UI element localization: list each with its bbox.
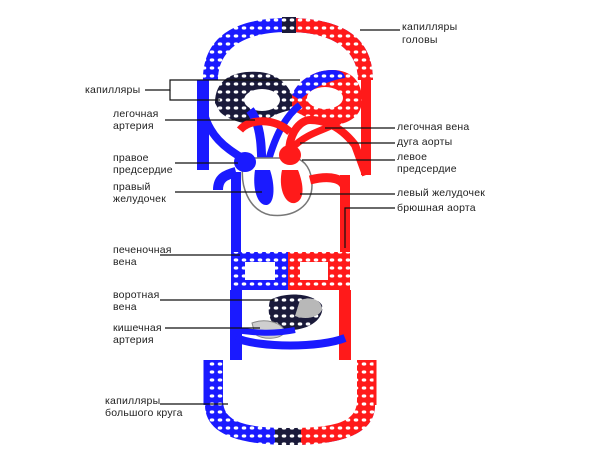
right-ventricle-shape: [254, 170, 274, 205]
label-head-capillaries: капилляры головы: [402, 21, 460, 46]
lung-capillary-network: [215, 70, 362, 125]
outer-loop-vessels: [203, 360, 377, 405]
label-intestinal-artery: кишечная артерия: [113, 322, 165, 346]
systemic-capillary-network: [205, 360, 375, 445]
label-portal-vein: воротная вена: [113, 289, 163, 313]
right-atrium-shape: [234, 152, 256, 172]
left-ventricle-shape: [280, 170, 303, 204]
mid-body-vessels: [234, 334, 347, 350]
label-systemic-capillaries: капилляры большого круга: [105, 395, 183, 419]
head-capillary-network: [203, 17, 373, 80]
label-lung-capillaries: капилляры: [85, 84, 140, 96]
label-pulmonary-artery: легочная артерия: [113, 108, 162, 132]
label-right-atrium: правое предсердие: [113, 152, 173, 176]
left-atrium-shape: [279, 145, 301, 165]
aortic-arch-vessel: [236, 115, 370, 177]
heart: [234, 145, 313, 217]
label-left-atrium: левое предсердие: [397, 151, 457, 175]
label-abdominal-aorta: брюшная аорта: [397, 202, 476, 214]
intestine-area: [235, 294, 323, 339]
labels: капилляры головы капилляры легочная арте…: [85, 21, 485, 419]
label-hepatic-vein: печеночная вена: [113, 244, 175, 268]
leader-lines: [145, 29, 400, 405]
liver-capillary-network: [231, 252, 350, 290]
pulmonary-vein-vessel: [289, 117, 343, 151]
label-aortic-arch: дуга аорты: [397, 136, 452, 148]
label-pulmonary-vein: легочная вена: [397, 121, 469, 133]
label-left-ventricle: левый желудочек: [397, 187, 485, 199]
lower-side-vessels: [230, 290, 351, 360]
label-right-ventricle: правый желудочек: [113, 181, 166, 205]
